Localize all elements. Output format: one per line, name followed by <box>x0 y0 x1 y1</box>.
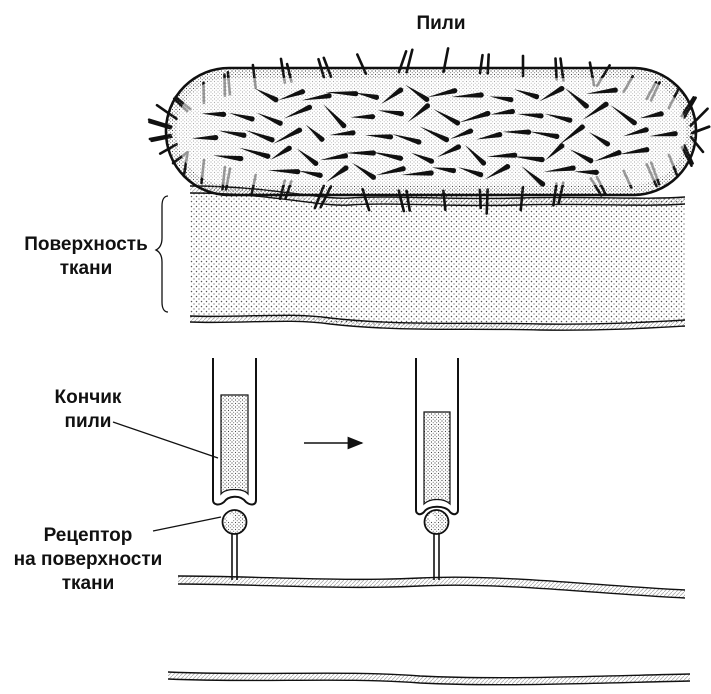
tissue-membrane-lower-top <box>178 576 685 598</box>
bacterium <box>149 48 709 213</box>
receptor-pointer <box>153 517 221 531</box>
pilus-tip-label-2: пили <box>65 411 112 432</box>
tissue-surface-block <box>190 186 685 330</box>
receptor-label-1: Рецептор <box>44 525 133 546</box>
pilus-tip-pointer <box>113 422 218 458</box>
tissue-membrane-lower-bottom <box>168 672 690 685</box>
pili-title: Пили <box>416 13 465 34</box>
receptor-before <box>223 510 247 580</box>
tissue-surface-brace <box>156 196 168 312</box>
receptor-label-2: на поверхности <box>14 549 163 570</box>
tissue-surface-label-1: Поверхность <box>24 234 148 255</box>
pilus-tip-after <box>416 358 458 514</box>
tissue-surface-label-2: ткани <box>60 258 113 279</box>
pilus-tip-before <box>213 358 256 504</box>
pilus-tip-label-1: Кончик <box>55 387 122 408</box>
receptor-label-3: ткани <box>62 573 115 594</box>
receptor-bound <box>425 510 449 580</box>
